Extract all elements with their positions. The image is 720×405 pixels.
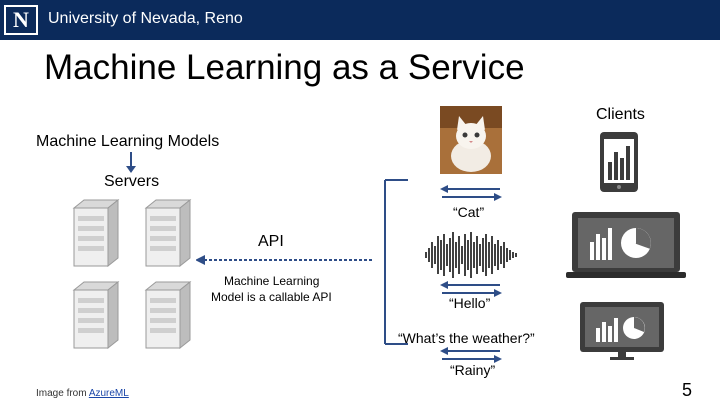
clients-label: Clients (596, 106, 645, 123)
image-credit: Image from AzureML (36, 388, 129, 399)
api-note-line1: Machine Learning (224, 274, 320, 288)
server-icon (72, 198, 120, 268)
api-note-line2: Model is a callable API (211, 290, 332, 304)
credit-prefix: Image from (36, 388, 89, 399)
quote-cat: “Cat” (453, 204, 485, 220)
server-icon (144, 280, 192, 350)
university-name: University of Nevada, Reno (48, 10, 243, 27)
api-connector (196, 255, 374, 265)
models-label: Machine Learning Models (36, 133, 220, 150)
quote-rainy: “Rainy” (450, 362, 496, 378)
laptop-icon (566, 212, 686, 278)
server-icon (144, 198, 192, 268)
double-arrow-icon (440, 281, 502, 297)
quote-weather: “What’s the weather?” (398, 330, 535, 346)
double-arrow-icon (440, 185, 502, 201)
page-number: 5 (682, 380, 693, 400)
header-bar: N University of Nevada, Reno (0, 0, 720, 40)
university-logo: N (4, 5, 38, 35)
azureml-link[interactable]: AzureML (88, 388, 129, 399)
quote-hello: “Hello” (449, 295, 491, 311)
down-arrow-icon (126, 152, 136, 173)
tablet-icon (600, 132, 638, 192)
server-icon (72, 280, 120, 350)
request-bracket (384, 179, 408, 345)
monitor-icon (580, 302, 664, 360)
double-arrow-icon (440, 347, 502, 363)
slide-title: Machine Learning as a Service (44, 48, 525, 87)
servers-label: Servers (104, 173, 160, 190)
sound-wave-icon (425, 232, 517, 278)
api-label: API (258, 233, 284, 250)
cat-photo (440, 106, 502, 174)
